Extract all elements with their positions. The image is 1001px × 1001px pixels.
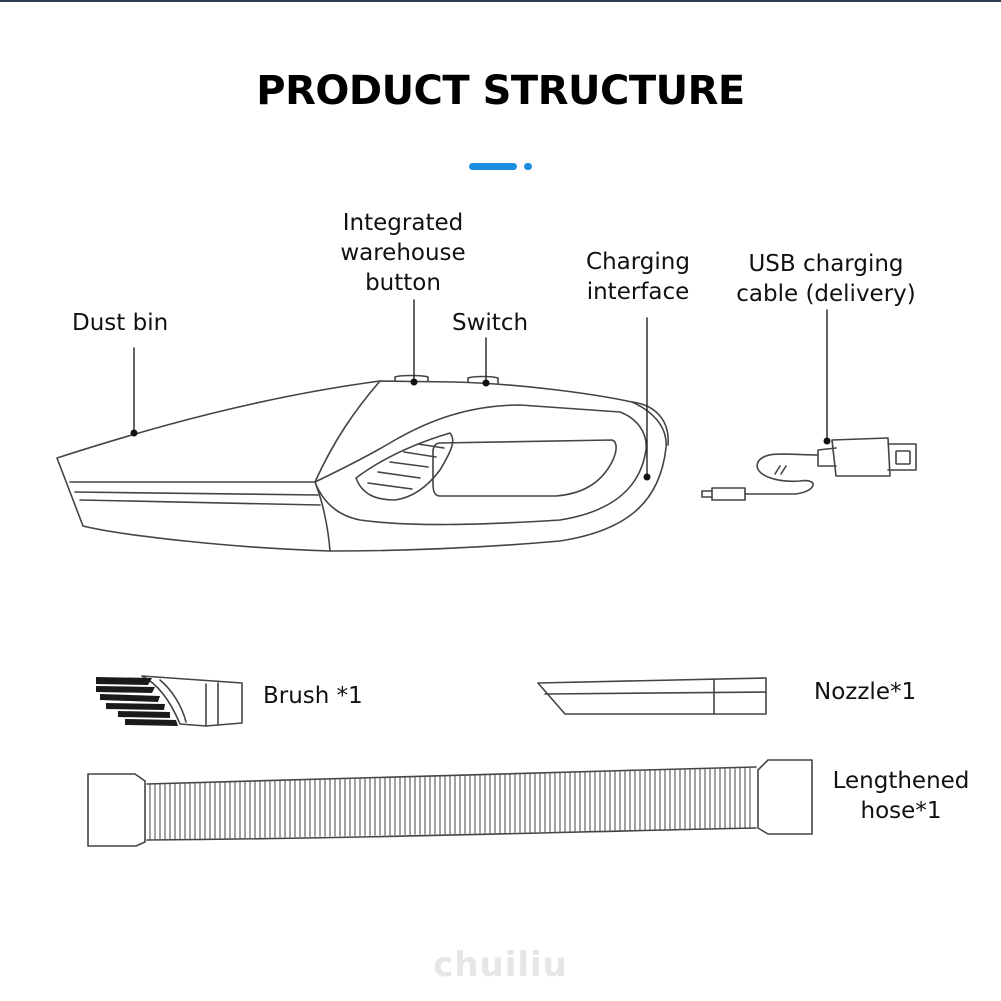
label-lengthened-hose: Lengthened hose*1 <box>830 766 972 826</box>
watermark: chuiliu <box>433 945 568 985</box>
label-nozzle: Nozzle*1 <box>814 679 917 705</box>
hose-ridges <box>149 767 751 840</box>
title-accent-bar <box>469 163 517 170</box>
label-dust-bin: Dust bin <box>72 310 169 336</box>
lengthened-hose-illustration <box>87 759 813 847</box>
label-switch: Switch <box>452 310 529 336</box>
leader-lines <box>133 299 828 478</box>
nozzle-attachment-illustration <box>537 677 767 715</box>
brush-bristles <box>96 677 178 726</box>
label-line: Lengthened <box>832 768 970 794</box>
label-line: interface <box>586 279 690 305</box>
label-brush: Brush *1 <box>263 683 363 709</box>
top-border <box>0 0 1001 2</box>
leader-dots <box>130 378 831 481</box>
label-line: cable (delivery) <box>736 281 916 307</box>
usb-cable-illustration <box>701 437 917 501</box>
label-line: hose*1 <box>860 798 942 824</box>
title-accent-dot <box>524 163 532 170</box>
label-line: button <box>365 270 441 296</box>
page-title: PRODUCT STRUCTURE <box>256 68 745 114</box>
label-line: USB charging <box>748 251 904 277</box>
label-usb-charging-cable: USB charging cable (delivery) <box>735 249 917 309</box>
label-charging-interface: Charging interface <box>578 247 698 307</box>
label-integrated-warehouse-button: Integrated warehouse button <box>333 208 473 298</box>
vacuum-cleaner-illustration <box>56 374 669 552</box>
label-line: Integrated <box>342 210 464 236</box>
label-line: warehouse <box>340 240 466 266</box>
label-line: Charging <box>586 249 690 275</box>
